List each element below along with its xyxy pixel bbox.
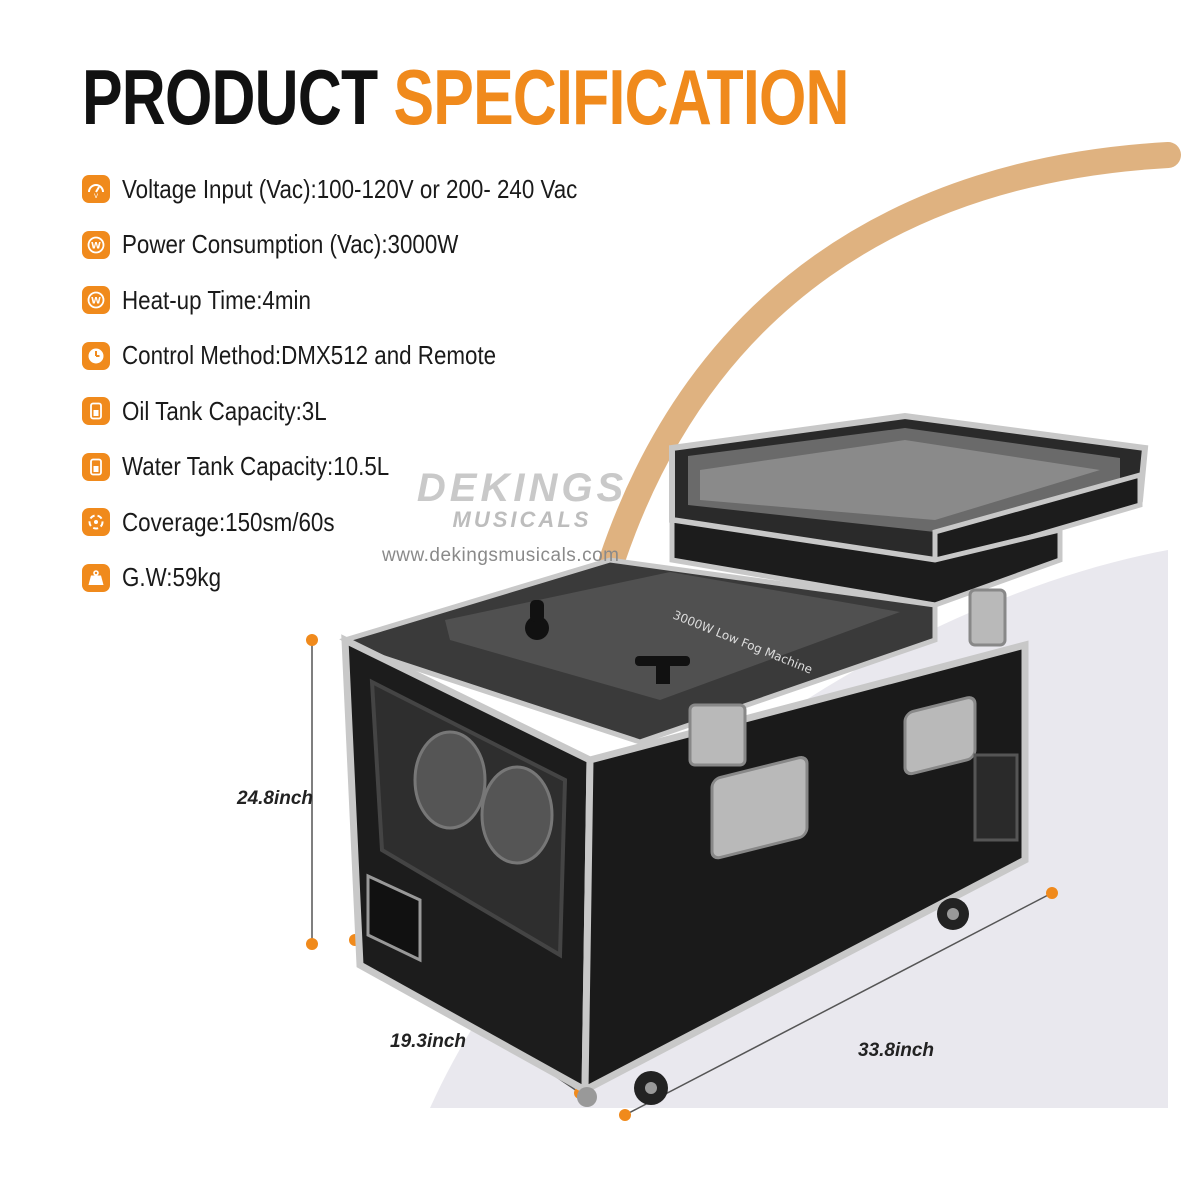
spec-item-oil-tank: Oil Tank Capacity:3L xyxy=(82,394,652,428)
dimension-height-label: 24.8inch xyxy=(237,788,314,809)
watermark-brand: DEKINGS xyxy=(416,466,628,510)
spec-control-text: Control Method:DMX512 and Remote xyxy=(122,340,497,370)
power-w-icon: W xyxy=(82,230,110,259)
weight-icon xyxy=(82,563,110,592)
watermark-url: www.dekingsmusicals.com xyxy=(382,545,620,566)
spec-item-water-tank: Water Tank Capacity:10.5L xyxy=(82,450,652,484)
spec-power-text: Power Consumption (Vac):3000W xyxy=(122,229,459,259)
spec-oil-tank-text: Oil Tank Capacity:3L xyxy=(122,395,327,426)
tank-icon xyxy=(82,452,110,481)
spec-voltage-text: Voltage Input (Vac):100-120V or 200- 240… xyxy=(122,173,578,204)
spec-item-weight: G.W:59kg xyxy=(82,561,652,595)
spec-item-coverage: Coverage:150sm/60s xyxy=(82,505,652,539)
coverage-icon xyxy=(82,508,110,536)
title-word-specification: SPECIFICATION xyxy=(393,53,849,141)
dimension-width-label: 33.8inch xyxy=(858,1040,935,1061)
spec-heatup-text: Heat-up Time:4min xyxy=(122,284,311,315)
spec-list: V Voltage Input (Vac):100-120V or 200- 2… xyxy=(82,172,652,616)
power-w-icon: W xyxy=(82,286,110,314)
svg-text:W: W xyxy=(91,241,101,251)
svg-text:V: V xyxy=(94,193,99,199)
spec-item-power: W Power Consumption (Vac):3000W xyxy=(82,228,652,262)
spec-water-tank-text: Water Tank Capacity:10.5L xyxy=(122,451,390,481)
spec-weight-text: G.W:59kg xyxy=(122,562,222,592)
title-word-product: PRODUCT xyxy=(82,53,378,141)
spec-item-heatup: W Heat-up Time:4min xyxy=(82,283,652,317)
voltage-gauge-icon: V xyxy=(82,175,110,203)
watermark-sub: MUSICALS xyxy=(452,507,592,532)
svg-text:W: W xyxy=(91,297,101,307)
tank-icon xyxy=(82,397,110,425)
spec-item-control: Control Method:DMX512 and Remote xyxy=(82,339,652,373)
clock-icon xyxy=(82,341,110,370)
brand-watermark: DEKINGS MUSICALS xyxy=(372,468,672,532)
spec-coverage-text: Coverage:150sm/60s xyxy=(122,506,335,537)
spec-item-voltage: V Voltage Input (Vac):100-120V or 200- 2… xyxy=(82,172,652,206)
dimension-depth-label: 19.3inch xyxy=(390,1031,467,1052)
page-title: PRODUCT SPECIFICATION xyxy=(82,58,849,136)
